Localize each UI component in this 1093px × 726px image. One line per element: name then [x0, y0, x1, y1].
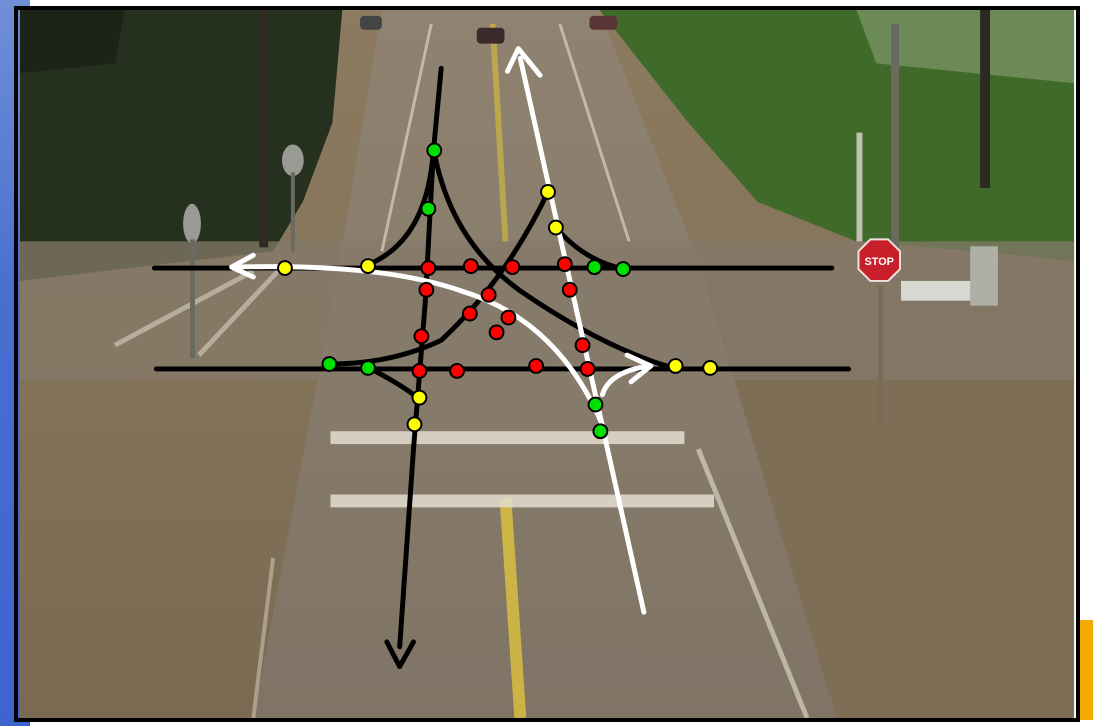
intersection-photo-frame: STOP: [14, 6, 1080, 722]
diverge-point: [277, 260, 293, 276]
crossing-point: [561, 281, 578, 298]
eastbound-right-turn-curve: [599, 363, 652, 398]
intersection-diagram: STOP: [19, 10, 1075, 718]
crossing-point: [420, 260, 437, 276]
crossing-point: [449, 363, 465, 379]
crossing-point: [528, 358, 545, 374]
white-vehicle-paths: [229, 46, 654, 615]
merge-point: [592, 423, 609, 440]
arrowhead-icon: [384, 639, 416, 670]
crossing-point: [480, 286, 497, 303]
merge-point: [420, 200, 437, 217]
crossing-point: [418, 281, 435, 298]
diverge-point: [702, 360, 719, 376]
stop-sign-icon: STOP: [857, 238, 901, 425]
crossing-point: [579, 361, 596, 377]
merge-point: [321, 356, 338, 372]
slide-accent-bar: [1079, 620, 1093, 720]
crossing-point: [556, 256, 573, 273]
merge-point: [360, 360, 376, 376]
northbound-through-line: [517, 55, 647, 615]
crossing-point: [411, 363, 428, 379]
crossing-point: [504, 259, 521, 276]
crossing-point: [413, 328, 430, 345]
diagonal-left-turn-curve: [431, 149, 670, 369]
diverge-point: [411, 389, 428, 406]
merging-points: [321, 142, 632, 440]
photo-background: [19, 10, 1075, 718]
southbound-through-line: [397, 65, 444, 650]
diverge-point: [540, 184, 556, 200]
diverge-point: [547, 219, 564, 236]
diverge-point: [360, 258, 376, 275]
westbound-left-turn-curve: [233, 264, 607, 432]
crossing-point: [500, 309, 517, 326]
crossing-point: [461, 305, 478, 322]
left-merge-curve: [364, 149, 436, 268]
diverging-points: [277, 184, 719, 433]
merge-point: [615, 261, 632, 277]
diverge-point: [667, 358, 684, 374]
merge-point: [586, 259, 603, 276]
crossing-point: [488, 324, 505, 341]
conflict-points: [277, 142, 719, 440]
diverge-point: [406, 416, 423, 433]
crossing-point: [574, 337, 591, 354]
crossing-point: [462, 258, 479, 275]
merge-point: [426, 142, 443, 159]
crossing-points: [411, 256, 596, 379]
stop-sign-text: STOP: [865, 256, 894, 268]
merge-point: [587, 396, 604, 413]
